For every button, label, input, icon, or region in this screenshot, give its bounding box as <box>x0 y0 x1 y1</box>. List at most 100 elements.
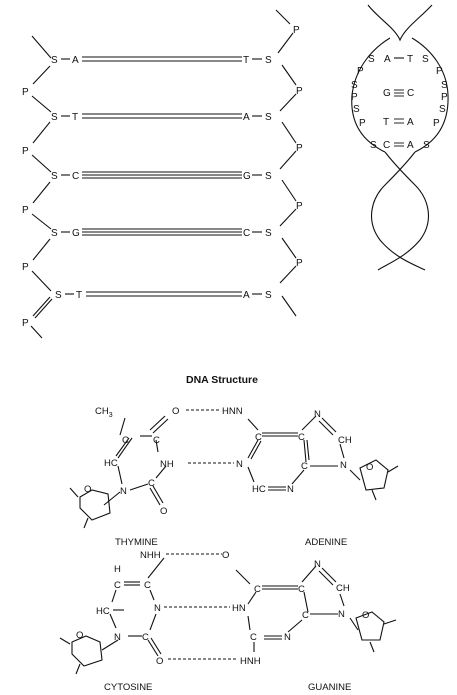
rungs <box>61 56 262 297</box>
phosphate-label: P <box>296 258 303 269</box>
sugar-label: S <box>265 228 272 239</box>
sugar-label: S <box>51 171 58 182</box>
atom-label: O <box>366 462 373 473</box>
sugar-label: S <box>51 228 58 239</box>
atom-label: N <box>114 632 121 643</box>
atom-label: NH <box>160 459 174 470</box>
atom-label: C <box>254 584 261 595</box>
right-backbone <box>275 9 297 317</box>
atom-label: C <box>255 432 262 443</box>
atom-label: C <box>298 584 305 595</box>
sugar-label: S <box>370 140 377 151</box>
base-label: G <box>243 171 251 182</box>
atom-label: HNN <box>222 406 243 417</box>
molecule-name: THYMINE <box>115 537 158 548</box>
phosphate-label: P <box>296 143 303 154</box>
sugar-label: S <box>265 290 272 301</box>
sugar-label: S <box>265 112 272 123</box>
base-label: C <box>72 171 79 182</box>
base-label: A <box>384 54 391 65</box>
left-bases: A T C G T <box>72 55 82 301</box>
atom-label: C <box>148 478 155 489</box>
phosphate-label: P <box>22 205 29 216</box>
phosphate-label: P <box>433 118 440 129</box>
sugar-label: S <box>441 80 448 91</box>
atom-label: CH3 <box>95 406 113 419</box>
atom-label: N <box>338 609 345 620</box>
atom-label: N <box>314 559 321 570</box>
helix-inset: S S P P S S P P S S P P S S A T G C T A … <box>351 4 449 271</box>
atom-label: N <box>314 409 321 420</box>
phosphate-label: P <box>296 86 303 97</box>
figure-title: DNA Structure <box>186 374 258 386</box>
phosphate-label: P <box>22 318 29 329</box>
left-labels: S S S S S P P P P P <box>22 55 62 329</box>
phosphate-label: P <box>441 92 448 103</box>
atom-label: C <box>142 632 149 643</box>
right-bases: T A G C A <box>243 55 251 301</box>
atom-label: HN <box>232 603 246 614</box>
atom-label: H <box>114 564 121 575</box>
atom-label: N <box>236 459 243 470</box>
phosphate-label: P <box>22 262 29 273</box>
base-label: T <box>383 117 389 128</box>
atom-label: C <box>250 632 257 643</box>
base-label: A <box>243 112 250 123</box>
molecule-name: ADENINE <box>305 537 347 548</box>
cytosine-guanine-pair: NHH O H C C HC N N C O O C C N CH N C HN… <box>59 550 397 693</box>
atom-label: O <box>156 656 163 667</box>
atom-label: O <box>222 550 229 561</box>
atom-label: N <box>340 460 347 471</box>
atom-label: HNH <box>240 656 261 667</box>
sugar-label: S <box>55 290 62 301</box>
atom-label: C <box>301 461 308 472</box>
sugar-label: S <box>265 55 272 66</box>
atom-label: HC <box>104 458 118 469</box>
sugar-label: S <box>265 171 272 182</box>
sugar-label: S <box>51 112 58 123</box>
atom-label: C <box>122 435 129 446</box>
base-label: A <box>407 117 414 128</box>
base-label: T <box>72 112 78 123</box>
sugar-label: S <box>51 55 58 66</box>
atom-label: C <box>153 435 160 446</box>
atom-label: O <box>76 630 83 641</box>
base-label: A <box>72 55 79 66</box>
phosphate-label: P <box>351 92 358 103</box>
molecule-name: CYTOSINE <box>104 682 152 693</box>
phosphate-label: P <box>296 201 303 212</box>
sugar-label: S <box>439 104 446 115</box>
atom-label: N <box>284 632 291 643</box>
base-label: C <box>407 88 414 99</box>
atom-label: O <box>172 406 179 417</box>
base-label: T <box>76 290 82 301</box>
atom-label: C <box>302 610 309 621</box>
base-label: C <box>383 140 390 151</box>
atom-label: N <box>120 486 127 497</box>
dna-ladder: S S S S S P P P P P A T C G T T A G C A <box>22 9 303 339</box>
phosphate-label: P <box>22 87 29 98</box>
atom-label: N <box>154 603 161 614</box>
atom-label: N <box>287 484 294 495</box>
base-label: C <box>243 228 250 239</box>
atom-label: NHH <box>140 550 161 561</box>
atom-label: HC <box>96 606 110 617</box>
base-label: T <box>243 55 249 66</box>
atom-label: C <box>298 432 305 443</box>
atom-label: CH <box>336 583 350 594</box>
atom-label: O <box>84 484 91 495</box>
phosphate-label: P <box>359 118 366 129</box>
molecule-name: GUANINE <box>308 682 351 693</box>
phosphate-label: P <box>436 66 443 77</box>
phosphate-label: P <box>357 66 364 77</box>
base-label: G <box>383 88 391 99</box>
base-label: A <box>243 290 250 301</box>
thymine-adenine-pair: CH3 C C O HC NH N C O O HNN C C N C HC N… <box>69 406 399 548</box>
base-label: T <box>407 54 413 65</box>
sugar-label: S <box>422 54 429 65</box>
atom-label: C <box>114 580 121 591</box>
phosphate-label: P <box>293 25 300 36</box>
sugar-label: S <box>351 80 358 91</box>
